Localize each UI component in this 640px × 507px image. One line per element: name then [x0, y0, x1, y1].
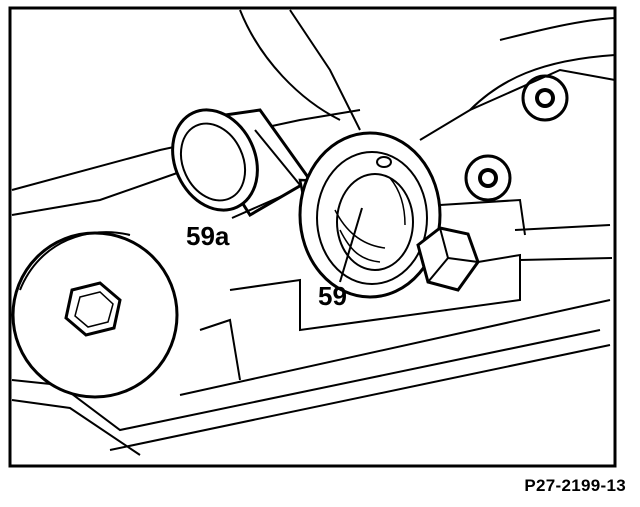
- bracket-edge: [439, 198, 526, 236]
- hex-nut: [416, 226, 521, 300]
- leader-line-59a: [231, 195, 283, 219]
- leader-line-59: [339, 207, 363, 283]
- bearing-bore: [298, 131, 442, 299]
- threaded-hole-lower: [464, 154, 512, 202]
- label-59a: 59a: [186, 221, 230, 251]
- housing-outline: [11, 9, 616, 456]
- figure-reference-number: P27-2199-13: [524, 476, 626, 495]
- mounting-bracket: [419, 68, 616, 141]
- tool-59a: [171, 108, 313, 218]
- label-59: 59: [318, 281, 347, 311]
- socket-head-bolt: [11, 231, 179, 399]
